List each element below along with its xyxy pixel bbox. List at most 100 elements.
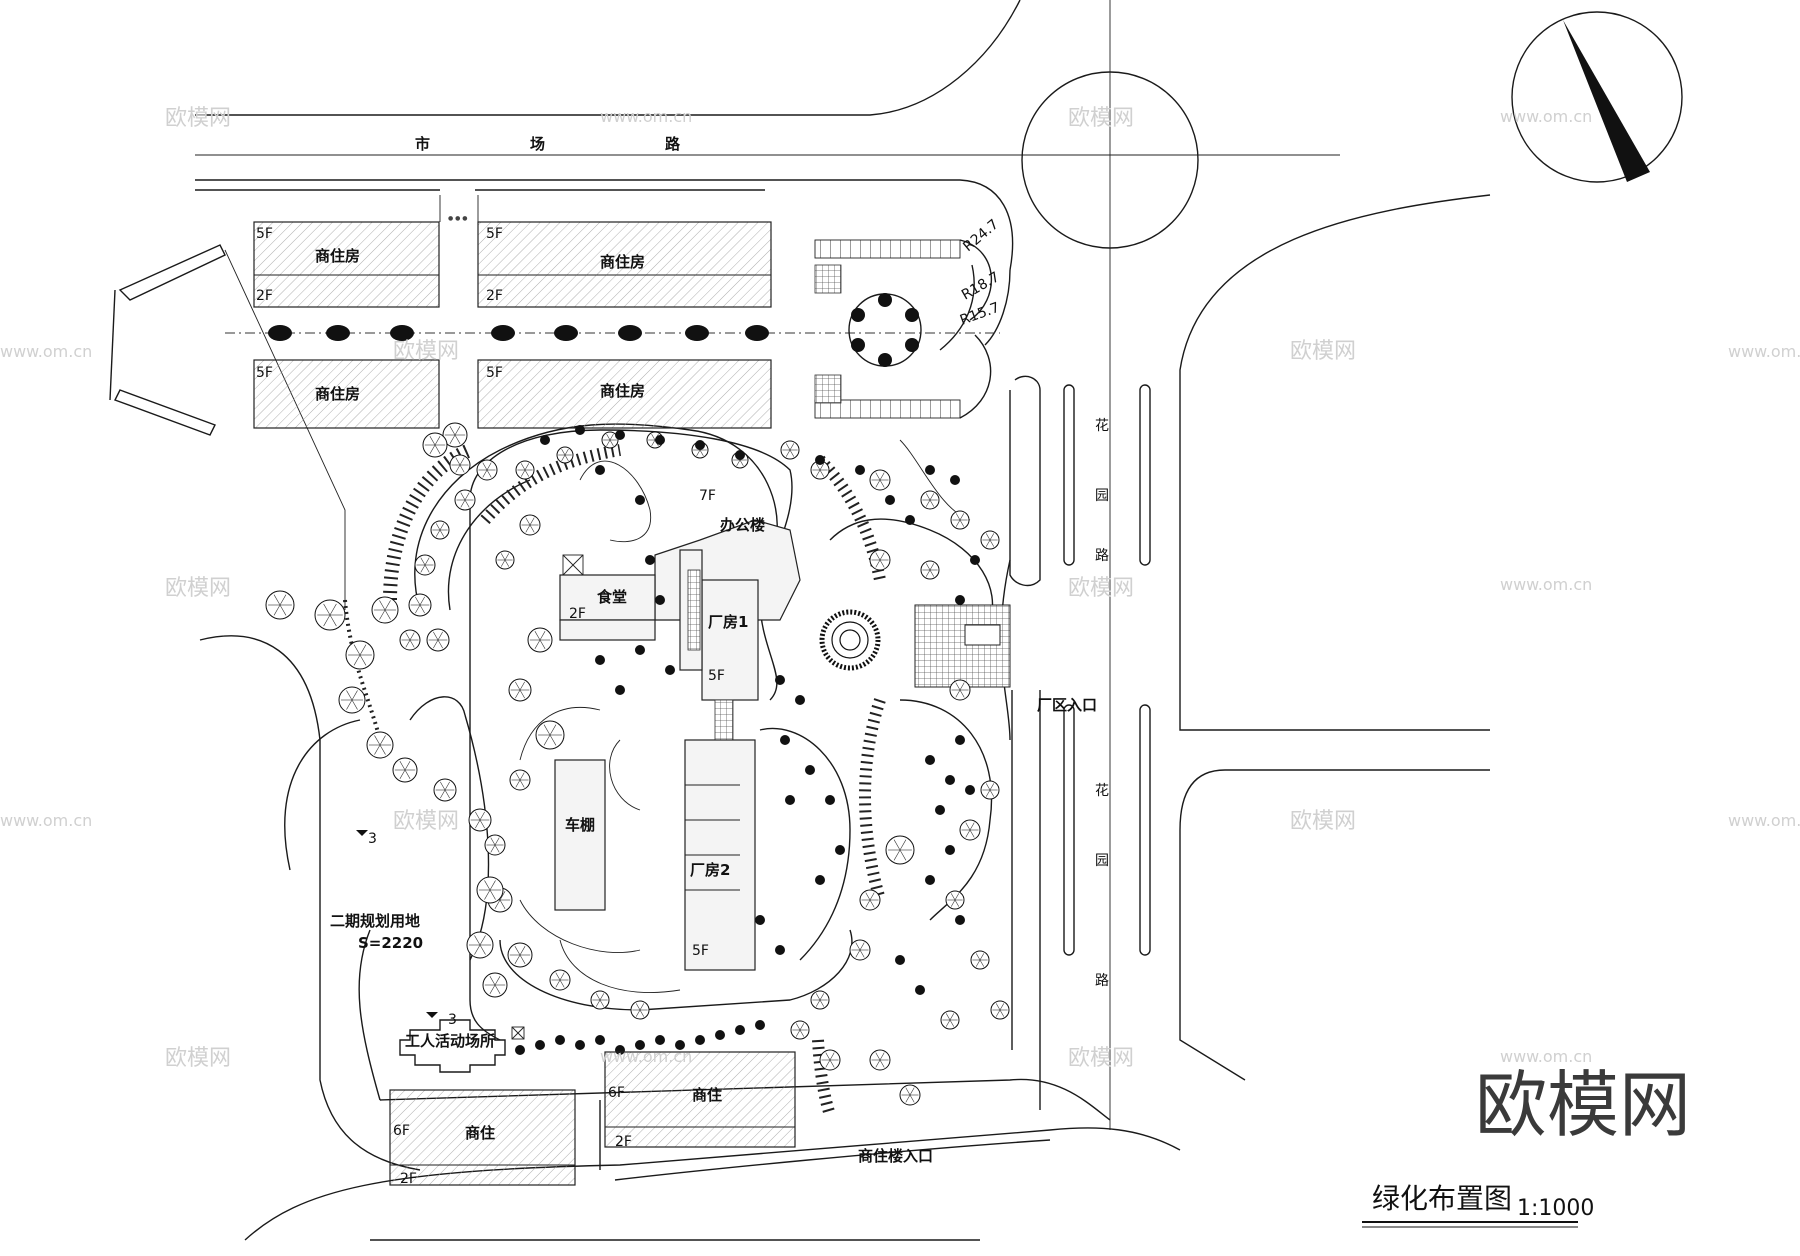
- shrub-symbol: [785, 795, 795, 805]
- road-labels: 市 场 路 花 园 路 花 园 路: [415, 135, 1109, 989]
- shrub-symbol: [735, 450, 745, 460]
- road-north-char-3: 路: [665, 135, 681, 153]
- canteen-building: 食堂 2F: [559, 554, 656, 641]
- shrub-symbol: [645, 555, 655, 565]
- label-phase2-area: S=2220: [358, 934, 423, 952]
- residential-north: 商住房 商住房 商住房 商住房 5F 5F 2F 2F 5F 5F: [253, 221, 772, 429]
- shrub-symbol: [775, 675, 785, 685]
- shrub-symbol: [945, 775, 955, 785]
- radius-r15: R15.7: [958, 300, 1002, 329]
- title-name: 绿化布置图: [1372, 1182, 1512, 1215]
- shrub-symbol: [895, 955, 905, 965]
- svg-text:欧模网: 欧模网: [165, 1046, 231, 1071]
- watermarks: 欧模网 www.om.cn 欧模网 www.om.cn www.om.cn 欧模…: [0, 106, 1800, 1147]
- label-activity: 工人活动场所: [405, 1032, 495, 1050]
- north-arrow-icon: [1563, 20, 1650, 182]
- shrub-symbol: [925, 465, 935, 475]
- label-office: 办公楼: [720, 516, 765, 534]
- shrub-symbol: [825, 795, 835, 805]
- residential-south: 商住 商住 6F 6F 2F 2F: [389, 1051, 796, 1187]
- label-residential-entrance: 商住楼入口: [858, 1147, 933, 1165]
- road-east-char-3: 路: [1095, 548, 1109, 564]
- road-east-char-4: 花: [1095, 783, 1109, 799]
- marker-3-a: 3: [368, 831, 377, 847]
- shrub-symbol: [955, 915, 965, 925]
- activity-area: 3 工人活动场所: [399, 1012, 525, 1073]
- svg-text:www.om.cn: www.om.cn: [1728, 342, 1800, 361]
- radius-r18: R18.7: [959, 269, 1002, 303]
- floor-5f-a: 5F: [256, 226, 273, 242]
- road-east-char-2: 园: [1095, 488, 1109, 504]
- floor-6f-a: 6F: [393, 1123, 410, 1139]
- shrub-symbol: [955, 595, 965, 605]
- shrub-symbol: [945, 845, 955, 855]
- road-north-char-2: 场: [530, 135, 545, 153]
- label-factory-entrance: 厂区入口: [1037, 696, 1097, 714]
- svg-text:欧模网: 欧模网: [165, 576, 231, 601]
- trees: [265, 422, 1010, 1106]
- shrub-symbol: [715, 1030, 725, 1040]
- title-scale: 1:1000: [1517, 1196, 1594, 1221]
- svg-text:欧模网: 欧模网: [393, 339, 459, 364]
- shrub-symbol: [595, 1035, 605, 1045]
- label-shangzhufang-1: 商住房: [315, 247, 360, 265]
- shrub-symbol: [595, 465, 605, 475]
- drawing-title: 绿化布置图 1:1000: [1362, 1182, 1594, 1228]
- watermark-big: 欧模网: [1475, 1063, 1691, 1147]
- central-landscape: [469, 429, 994, 1041]
- shrub-symbol: [655, 595, 665, 605]
- floor-2f-c: 2F: [400, 1171, 417, 1187]
- shrub-symbol: [615, 430, 625, 440]
- label-shangzhufang-4: 商住房: [600, 382, 645, 400]
- floor-7f: 7F: [699, 488, 716, 504]
- shrub-symbol: [695, 440, 705, 450]
- svg-text:www.om.cn: www.om.cn: [600, 107, 692, 126]
- entrances: 厂区入口 商住楼入口: [858, 696, 1097, 1165]
- floor-5f-b: 5F: [486, 226, 503, 242]
- shrub-symbol: [695, 1035, 705, 1045]
- shrub-symbol: [815, 455, 825, 465]
- floor-2f-d: 2F: [615, 1134, 632, 1150]
- shed-building: 车棚: [554, 759, 606, 911]
- label-factory1: 厂房1: [708, 613, 748, 631]
- roads: [109, 0, 1491, 1241]
- label-shangzhufang-3: 商住房: [315, 385, 360, 403]
- floor-5f-d: 5F: [486, 365, 503, 381]
- north-arrow-circle: [1511, 11, 1683, 183]
- shrub-symbol: [835, 845, 845, 855]
- shrub-symbol: [815, 875, 825, 885]
- shrub-symbol: [925, 875, 935, 885]
- svg-text:欧模网: 欧模网: [1068, 106, 1134, 131]
- shrub-symbol: [535, 1040, 545, 1050]
- label-phase2: 二期规划用地: [330, 912, 420, 930]
- svg-text:欧模网: 欧模网: [165, 106, 231, 131]
- shrub-symbol: [780, 735, 790, 745]
- shrub-symbol: [555, 1035, 565, 1045]
- svg-text:www.om.cn: www.om.cn: [0, 342, 92, 361]
- shrub-symbol: [615, 685, 625, 695]
- floor-5f-c: 5F: [256, 365, 273, 381]
- svg-text:www.om.cn: www.om.cn: [1500, 107, 1592, 126]
- svg-text:www.om.cn: www.om.cn: [600, 1047, 692, 1066]
- shrub-symbol: [950, 475, 960, 485]
- shrub-symbol: [515, 1045, 525, 1055]
- shrub-symbol: [955, 735, 965, 745]
- label-shangzhu-2: 商住: [692, 1086, 722, 1104]
- svg-text:欧模网: 欧模网: [1068, 1046, 1134, 1071]
- shrub-symbol: [805, 765, 815, 775]
- building-resi-nw-bottom: [253, 359, 440, 429]
- floor-5f-factory2: 5F: [692, 943, 709, 959]
- svg-text:欧模网: 欧模网: [393, 809, 459, 834]
- shrub-symbol: [970, 555, 980, 565]
- shrub-symbol: [885, 495, 895, 505]
- label-shangzhu-1: 商住: [465, 1124, 495, 1142]
- svg-text:www.om.cn: www.om.cn: [0, 811, 92, 830]
- label-shangzhufang-2: 商住房: [600, 253, 645, 271]
- north-arrow: [1511, 11, 1683, 183]
- shrub-symbol: [905, 515, 915, 525]
- svg-text:欧模网: 欧模网: [1290, 809, 1356, 834]
- plaza-fountain: [819, 604, 1011, 688]
- label-shed: 车棚: [565, 816, 595, 834]
- shrub-symbol: [735, 1025, 745, 1035]
- building-resi-ne-top: [477, 221, 772, 308]
